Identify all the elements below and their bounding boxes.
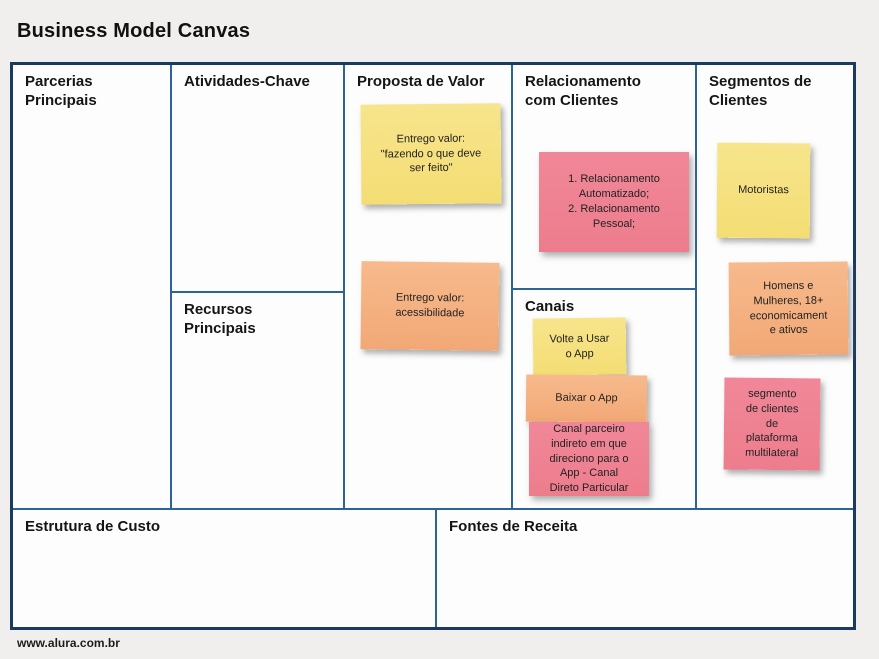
section-title-segmentos: Segmentos de Clientes <box>709 73 812 109</box>
sticky-note-canal-parceiro[interactable]: Canal parceiro indireto em que direciono… <box>529 422 649 496</box>
section-title-parcerias: Parcerias Principais <box>25 73 97 109</box>
section-title-recursos: Recursos Principais <box>184 301 256 337</box>
business-model-canvas: Parcerias Principais Atividades-Chave Re… <box>10 62 856 630</box>
canvas-bottom-row: Estrutura de Custo Fontes de Receita <box>13 508 853 627</box>
sticky-note-entrego-valor-acessibilidade[interactable]: Entrego valor: acessibilidade <box>360 261 500 351</box>
sticky-note-homens-mulheres[interactable]: Homens e Mulheres, 18+ economicament e a… <box>728 261 849 356</box>
section-estrutura-de-custo: Estrutura de Custo <box>13 510 437 627</box>
section-title-estrutura: Estrutura de Custo <box>25 518 161 535</box>
footer-url: www.alura.com.br <box>17 636 120 650</box>
section-relacionamento-clientes: Relacionamento com Clientes 1. Relaciona… <box>513 65 695 290</box>
section-canais: Canais Volte a Usar o App Baixar o App C… <box>513 290 695 508</box>
sticky-note-segmento-plataforma[interactable]: segmento de clientes de plataforma multi… <box>723 377 821 471</box>
section-atividades-chave: Atividades-Chave <box>172 65 343 293</box>
section-proposta-de-valor: Proposta de Valor Entrego valor: "fazend… <box>345 65 513 508</box>
section-title-atividades: Atividades-Chave <box>184 73 310 90</box>
section-title-fontes: Fontes de Receita <box>449 518 578 535</box>
sticky-note-baixar-o-app[interactable]: Baixar o App <box>525 374 648 423</box>
canvas-top-row: Parcerias Principais Atividades-Chave Re… <box>13 65 853 508</box>
column-relacionamento-canais: Relacionamento com Clientes 1. Relaciona… <box>513 65 697 508</box>
sticky-note-relacionamento[interactable]: 1. Relacionamento Automatizado; 2. Relac… <box>539 152 689 252</box>
section-title-proposta: Proposta de Valor <box>357 73 485 90</box>
page-title: Business Model Canvas <box>17 20 251 42</box>
section-parcerias-principais: Parcerias Principais <box>13 65 172 508</box>
section-fontes-de-receita: Fontes de Receita <box>437 510 853 627</box>
section-title-canais: Canais <box>525 298 575 315</box>
column-atividades-recursos: Atividades-Chave Recursos Principais <box>172 65 345 508</box>
section-segmentos-clientes: Segmentos de Clientes Motoristas Homens … <box>697 65 849 508</box>
section-recursos-principais: Recursos Principais <box>172 293 343 508</box>
sticky-note-entrego-valor-feito[interactable]: Entrego valor: "fazendo o que deve ser f… <box>360 103 502 205</box>
sticky-note-motoristas[interactable]: Motoristas <box>716 142 811 239</box>
sticky-note-volte-a-usar[interactable]: Volte a Usar o App <box>532 317 627 376</box>
section-title-relacionamento: Relacionamento com Clientes <box>525 73 641 109</box>
